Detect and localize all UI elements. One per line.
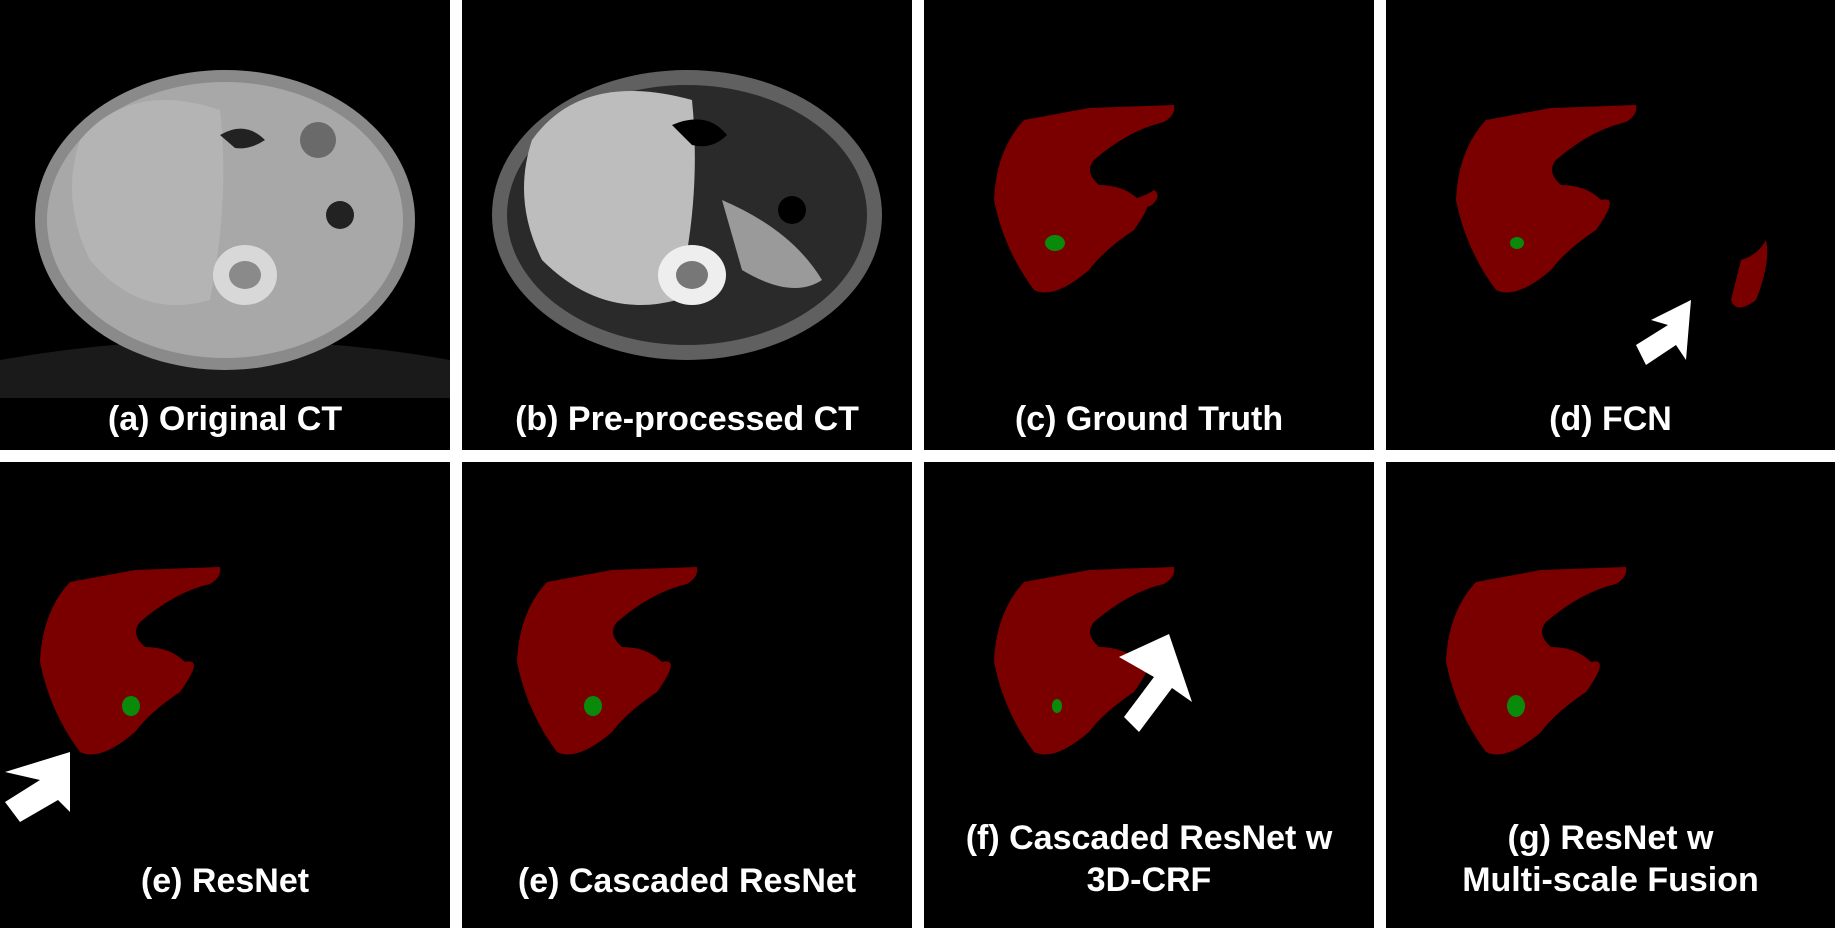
panel-caption: (e) ResNet xyxy=(140,862,310,900)
segmentation-mask xyxy=(994,567,1192,755)
panel-caption-line1: (g) ResNet w xyxy=(1507,819,1714,857)
ct-scan-image xyxy=(0,0,450,450)
segmentation-mask xyxy=(5,567,221,822)
white-arrow-icon xyxy=(1636,300,1691,365)
segmentation-mask xyxy=(517,567,698,755)
panel-caption-line1: (f) Cascaded ResNet w xyxy=(965,819,1333,857)
panel-ground-truth: (c) Ground Truth xyxy=(924,0,1374,450)
panel-resnet-multiscale-fusion: (g) ResNet w Multi-scale Fusion xyxy=(1386,462,1835,928)
panel-caption-line2: 3D-CRF xyxy=(1086,861,1212,899)
ct-scan-image xyxy=(462,0,912,450)
panel-caption: (a) Original CT xyxy=(0,398,450,440)
panel-resnet: (e) ResNet xyxy=(0,462,450,928)
panel-caption: (b) Pre-processed CT xyxy=(515,400,859,438)
panel-cascaded-resnet-3dcrf: (f) Cascaded ResNet w 3D-CRF xyxy=(924,462,1374,928)
panel-caption: (c) Ground Truth xyxy=(1014,400,1284,438)
segmentation-mask xyxy=(1456,105,1768,365)
panel-caption: (e) Cascaded ResNet xyxy=(517,862,857,900)
panel-original-ct: (a) Original CT xyxy=(0,0,450,450)
panel-preprocessed-ct: (b) Pre-processed CT xyxy=(462,0,912,450)
panel-caption: (d) FCN xyxy=(1549,400,1672,438)
panel-cascaded-resnet: (e) Cascaded ResNet xyxy=(462,462,912,928)
segmentation-mask xyxy=(1446,567,1627,755)
panel-fcn: (d) FCN xyxy=(1386,0,1835,450)
panel-caption-line2: Multi-scale Fusion xyxy=(1462,861,1759,899)
segmentation-mask xyxy=(994,105,1175,293)
white-arrow-icon xyxy=(1119,634,1192,732)
white-arrow-icon xyxy=(5,752,70,822)
